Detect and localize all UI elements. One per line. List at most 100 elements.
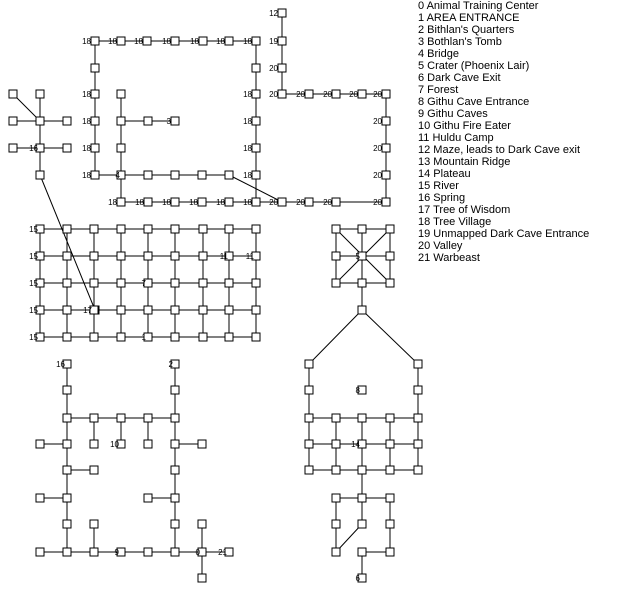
room-node bbox=[304, 385, 314, 395]
legend-item: 16 Spring bbox=[418, 192, 466, 204]
room-node bbox=[89, 278, 99, 288]
room-node bbox=[381, 89, 391, 99]
room-node bbox=[62, 519, 72, 529]
room-node bbox=[357, 573, 367, 583]
room-node bbox=[331, 493, 341, 503]
room-node bbox=[197, 519, 207, 529]
room-number-label: 4 bbox=[116, 171, 121, 180]
legend-item: 1 AREA ENTRANCE bbox=[418, 12, 520, 24]
room-number-label: 7 bbox=[142, 279, 147, 288]
map-connection bbox=[361, 309, 419, 365]
room-number-label: 14 bbox=[351, 440, 360, 449]
room-node bbox=[251, 116, 261, 126]
legend-item: 2 Bithlan's Quarters bbox=[418, 24, 515, 36]
room-node bbox=[170, 465, 180, 475]
room-number-label: 16 bbox=[56, 360, 65, 369]
room-node bbox=[198, 224, 208, 234]
room-node bbox=[251, 332, 261, 342]
room-node bbox=[90, 143, 100, 153]
room-number-label: 18 bbox=[108, 37, 117, 46]
legend-item: 21 Warbeast bbox=[418, 252, 480, 264]
room-number-label: 15 bbox=[29, 252, 38, 261]
room-node bbox=[381, 170, 391, 180]
room-node bbox=[116, 278, 126, 288]
room-node bbox=[277, 8, 287, 18]
room-node bbox=[170, 305, 180, 315]
room-node bbox=[198, 332, 208, 342]
room-node bbox=[35, 89, 45, 99]
room-node bbox=[170, 251, 180, 261]
room-node bbox=[90, 170, 100, 180]
room-node bbox=[89, 224, 99, 234]
room-number-label: 18 bbox=[243, 117, 252, 126]
room-node bbox=[357, 305, 367, 315]
room-node bbox=[62, 332, 72, 342]
room-node bbox=[62, 305, 72, 315]
room-node bbox=[357, 413, 367, 423]
room-node bbox=[89, 465, 99, 475]
room-node bbox=[90, 36, 100, 46]
room-node bbox=[35, 439, 45, 449]
room-node bbox=[62, 439, 72, 449]
room-node bbox=[170, 385, 180, 395]
room-node bbox=[89, 547, 99, 557]
room-node bbox=[197, 197, 207, 207]
room-node bbox=[143, 251, 153, 261]
room-node bbox=[170, 116, 180, 126]
room-node bbox=[331, 547, 341, 557]
room-node bbox=[143, 116, 153, 126]
room-node bbox=[385, 224, 395, 234]
room-node bbox=[277, 36, 287, 46]
room-node bbox=[8, 143, 18, 153]
room-node bbox=[116, 36, 126, 46]
room-number-label: 9 bbox=[115, 548, 120, 557]
room-node bbox=[331, 519, 341, 529]
room-node bbox=[357, 385, 367, 395]
room-node bbox=[62, 493, 72, 503]
room-node bbox=[62, 116, 72, 126]
room-node bbox=[413, 385, 423, 395]
room-node bbox=[251, 305, 261, 315]
room-node bbox=[35, 170, 45, 180]
legend-item: 17 Tree of Wisdom bbox=[418, 204, 511, 216]
room-node bbox=[357, 439, 367, 449]
map-rooms bbox=[8, 8, 423, 583]
room-node bbox=[331, 224, 341, 234]
room-number-label: 2 bbox=[169, 360, 174, 369]
room-node bbox=[170, 519, 180, 529]
room-number-label: 18 bbox=[108, 198, 117, 207]
room-node bbox=[357, 519, 367, 529]
room-node bbox=[331, 197, 341, 207]
room-node bbox=[116, 439, 126, 449]
room-number-label: 18 bbox=[82, 90, 91, 99]
room-number-label: 10 bbox=[110, 440, 119, 449]
room-node bbox=[251, 278, 261, 288]
room-number-label: 20 bbox=[349, 90, 358, 99]
room-node bbox=[62, 547, 72, 557]
room-node bbox=[170, 332, 180, 342]
room-node bbox=[89, 413, 99, 423]
room-node bbox=[116, 170, 126, 180]
room-node bbox=[304, 197, 314, 207]
legend-item: 7 Forest bbox=[418, 84, 459, 96]
room-number-label: 5 bbox=[356, 252, 361, 261]
room-node bbox=[89, 305, 99, 315]
room-node bbox=[116, 413, 126, 423]
room-number-label: 20 bbox=[373, 117, 382, 126]
room-node bbox=[224, 251, 234, 261]
room-node bbox=[197, 573, 207, 583]
room-number-label: 20 bbox=[296, 90, 305, 99]
room-node bbox=[116, 89, 126, 99]
room-node bbox=[143, 224, 153, 234]
room-node bbox=[170, 439, 180, 449]
room-node bbox=[357, 547, 367, 557]
room-number-label: 18 bbox=[190, 37, 199, 46]
room-node bbox=[197, 439, 207, 449]
room-node bbox=[62, 143, 72, 153]
legend-item: 4 Bridge bbox=[418, 48, 459, 60]
room-node bbox=[331, 89, 341, 99]
room-node bbox=[170, 493, 180, 503]
legend-item: 9 Githu Caves bbox=[418, 108, 488, 120]
room-number-label: 20 bbox=[373, 90, 382, 99]
